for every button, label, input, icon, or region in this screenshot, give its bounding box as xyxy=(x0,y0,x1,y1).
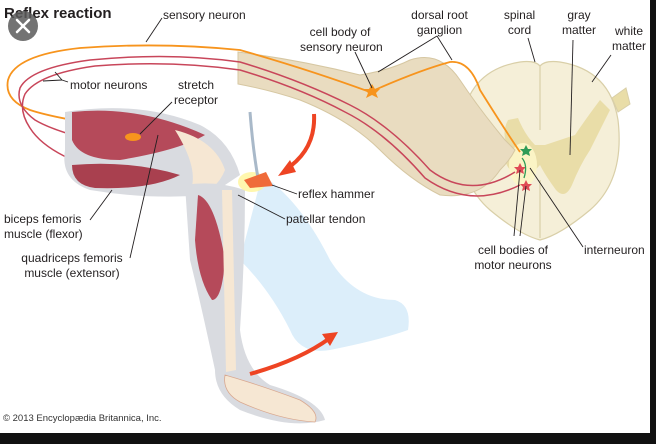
label-sensory-neuron: sensory neuron xyxy=(163,8,246,22)
motor-cell-body-1 xyxy=(514,163,526,174)
label-line: stretch xyxy=(177,78,214,92)
label-reflex-hammer: reflex hammer xyxy=(298,187,375,201)
label-stretch-receptor: stretch receptor xyxy=(168,78,224,108)
label-line: sensory neuron xyxy=(300,40,383,54)
ghost-leg xyxy=(240,175,409,351)
label-line: cell bodies of xyxy=(477,243,549,257)
lower-leg xyxy=(185,183,325,424)
label-white-matter: white matter xyxy=(608,24,650,54)
label-line: quadriceps femoris xyxy=(21,251,123,265)
label-interneuron: interneuron xyxy=(584,243,645,257)
label-line: cell body of xyxy=(309,25,371,39)
label-patellar-tendon: patellar tendon xyxy=(286,212,366,226)
label-biceps-femoris: biceps femoris muscle (flexor) xyxy=(4,212,83,242)
label-line: white xyxy=(614,24,643,38)
leg-kick-arrowhead xyxy=(322,332,338,346)
foot-bones xyxy=(224,374,317,423)
label-line: muscle (flexor) xyxy=(4,227,83,241)
label-line: ganglion xyxy=(416,23,463,37)
nerve-sheath xyxy=(237,51,516,197)
label-line: matter xyxy=(611,39,646,53)
label-motor-neurons: motor neurons xyxy=(70,78,148,92)
label-gray-matter: gray matter xyxy=(558,8,600,38)
label-cell-body-sensory: cell body of sensory neuron xyxy=(300,25,383,55)
copyright-notice: © 2013 Encyclopædia Britannica, Inc. xyxy=(3,413,162,424)
label-line: cord xyxy=(507,23,532,37)
spinal-cord xyxy=(460,60,631,241)
label-line: matter xyxy=(561,23,596,37)
stretch-receptor xyxy=(125,133,141,141)
label-line: motor neurons xyxy=(474,258,552,272)
diagram-frame: Reflex reaction sensory neuron cell body… xyxy=(0,0,650,433)
reflex-hammer xyxy=(238,111,273,192)
label-dorsal-root-ganglion: dorsal root ganglion xyxy=(402,8,477,38)
close-icon xyxy=(15,18,31,34)
hammer-strike-arrowhead xyxy=(278,160,296,176)
label-line: spinal xyxy=(503,8,536,22)
leader-lines xyxy=(42,17,612,259)
motor-neuron-path-2 xyxy=(21,63,521,197)
close-button[interactable] xyxy=(8,11,38,41)
interneuron-cell xyxy=(520,145,532,156)
sensory-neuron-path xyxy=(6,44,521,153)
label-line: receptor xyxy=(173,93,219,107)
label-line: muscle (extensor) xyxy=(24,266,120,280)
sensory-cell-body xyxy=(364,84,380,98)
motor-cell-body-2 xyxy=(520,180,532,191)
label-line: dorsal root xyxy=(411,8,468,22)
label-line: gray xyxy=(567,8,591,22)
label-quadriceps-femoris: quadriceps femoris muscle (extensor) xyxy=(12,251,132,281)
label-cell-bodies-motor: cell bodies of motor neurons xyxy=(468,243,558,273)
biceps-femoris-muscle xyxy=(72,163,180,189)
motor-neuron-path-1 xyxy=(18,55,516,187)
label-line: biceps femoris xyxy=(4,212,82,226)
thigh xyxy=(64,108,241,197)
label-spinal-cord: spinal cord xyxy=(497,8,542,38)
reflex-diagram xyxy=(6,17,631,424)
leg-kick-arrow xyxy=(249,336,332,376)
